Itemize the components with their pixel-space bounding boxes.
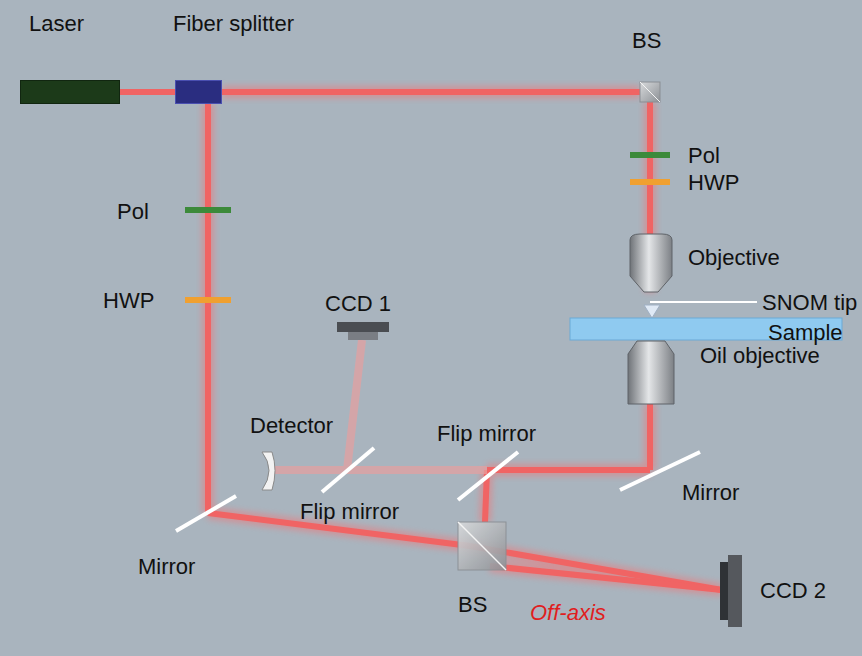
component-label: Fiber splitter <box>173 11 294 36</box>
laser-beam <box>120 92 175 93</box>
component-label: Mirror <box>682 480 739 505</box>
component-label: Detector <box>250 413 333 438</box>
component-label: Flip mirror <box>437 421 536 446</box>
component-label: Laser <box>29 11 84 36</box>
component-label: Objective <box>688 245 780 270</box>
component-label: Sample <box>768 320 843 345</box>
component-label: Mirror <box>138 554 195 579</box>
component-label: Flip mirror <box>300 499 399 524</box>
optical-component: Laser <box>20 80 120 104</box>
component-label: BS <box>458 592 487 617</box>
component-label: Pol <box>117 199 149 224</box>
component-label: Oil objective <box>700 343 820 368</box>
component-label: HWP <box>103 288 154 313</box>
component-label: HWP <box>688 170 739 195</box>
component-label: CCD 2 <box>760 578 826 603</box>
component-label: BS <box>632 28 661 53</box>
component-label: Pol <box>688 143 720 168</box>
component-label: SNOM tip <box>762 290 857 315</box>
annotation: Off-axis <box>530 600 606 625</box>
component-label: CCD 1 <box>325 291 391 316</box>
optical-component: Fiber splitter <box>175 80 222 104</box>
